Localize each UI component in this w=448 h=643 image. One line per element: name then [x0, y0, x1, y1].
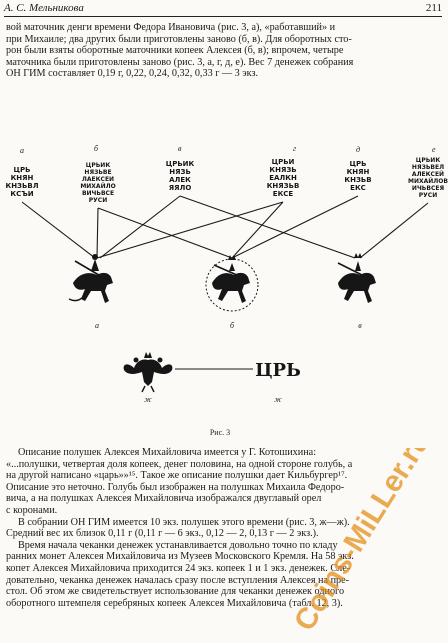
figure-caption: Рис. 3: [210, 428, 230, 437]
text-line: Описание полушек Алексея Михайловича име…: [18, 447, 317, 458]
inscription-d: ЦРЬ КНЯН КНЗЬВ ЕКС: [344, 160, 371, 192]
tsar-inscription: ЦРЬ: [255, 360, 301, 381]
figure-letter: ж: [274, 395, 282, 404]
coin-horseman-b: [205, 255, 259, 312]
figure-letter: в: [358, 321, 362, 330]
inscription-v: ЦРЬИК НЯЗЬ АЛЕК ЯЯЛО: [166, 160, 195, 192]
svg-text:КНЯН: КНЯН: [347, 168, 370, 176]
figure-letter: е: [432, 145, 436, 154]
text-line: В собрании ОН ГИМ имеется 10 экз. полуше…: [18, 516, 350, 528]
svg-text:КНЯЗЬВ: КНЯЗЬВ: [267, 182, 300, 190]
watermark: Coins-MiLLer.ru: [288, 448, 437, 637]
text-line: ранних монет Алексея Михайловича из Музе…: [6, 551, 354, 563]
text-line: Средний вес их близок 0,11 г (0,11 г — 6…: [6, 528, 319, 540]
figure-letter: а: [95, 321, 99, 330]
svg-text:ЕАЛКН: ЕАЛКН: [269, 174, 297, 182]
text-line: «...полушки, четвертая доля копеек, дене…: [6, 458, 353, 470]
text-line: довательно, чеканка денежек началась сра…: [6, 574, 350, 586]
text-line: копет Алексея Михайловича приходится 24 …: [6, 562, 351, 574]
svg-text:КСЪИ: КСЪИ: [10, 190, 33, 198]
svg-text:КНЯН: КНЯН: [11, 174, 34, 182]
svg-text:КНЗЬВ: КНЗЬВ: [344, 176, 371, 184]
svg-text:АЛЕК: АЛЕК: [169, 176, 191, 184]
text-line: на другой написано «царь»»¹⁵. Такое же о…: [6, 470, 348, 482]
svg-text:МИХАЙЛОВ: МИХАЙЛОВ: [408, 177, 448, 185]
svg-text:НЯЗЬ: НЯЗЬ: [169, 168, 191, 176]
inscription-g: ЦРЬИ КНЯЗЬ ЕАЛКН КНЯЗЬВ ЕКСЕ: [267, 158, 300, 198]
page-number: 211: [425, 2, 442, 14]
svg-text:ИЧЬВСЕЯ: ИЧЬВСЕЯ: [412, 185, 445, 192]
bottom-paragraph: Описание полушек Алексея Михайловича име…: [6, 447, 442, 609]
figure-letter: б: [230, 321, 235, 330]
figure-letter: в: [178, 144, 182, 153]
inscription-b: ЦРЬИК НЯЗЬВЕ ЛАЕКСЕИ МИХАЙЛО ВИЧЬВСЕ РУС…: [80, 162, 115, 204]
text-line: с коронами.: [6, 504, 58, 516]
svg-text:ЦРЬИК: ЦРЬИК: [166, 160, 195, 168]
svg-text:КНЗЬВЛ: КНЗЬВЛ: [5, 182, 38, 190]
figure-3: а б в г д е ЦРЬ КНЯН КНЗЬВЛ КСЪИ ЦРЬИК Н…: [5, 144, 448, 437]
coin-horseman-a: [68, 254, 113, 303]
svg-text:ЦРЬ: ЦРЬ: [14, 166, 31, 174]
svg-text:ВИЧЬВСЕ: ВИЧЬВСЕ: [82, 190, 114, 197]
text-line: при Михаиле; два других были приготовлен…: [6, 33, 352, 45]
figure-letter: д: [356, 145, 360, 154]
svg-text:МИХАЙЛО: МИХАЙЛО: [80, 182, 115, 190]
double-headed-eagle: [123, 352, 173, 393]
svg-text:РУСИ: РУСИ: [89, 197, 107, 204]
text-line: маточника были приготовлены заново (рис.…: [6, 56, 354, 68]
text-line: стол. Об этом же свидетельствует использ…: [6, 586, 345, 598]
svg-text:ЛАЕКСЕИ: ЛАЕКСЕИ: [82, 176, 114, 183]
svg-text:ЦРЬИ: ЦРЬИ: [272, 158, 295, 166]
svg-text:НЯЗЬВЕЛ: НЯЗЬВЕЛ: [412, 164, 444, 171]
header-rule: [4, 16, 442, 17]
running-title: А. С. Мельникова: [4, 2, 84, 14]
svg-text:ЦРЬИК: ЦРЬИК: [86, 162, 111, 169]
figure-letter: а: [20, 146, 24, 155]
figure-letter: ж: [144, 395, 152, 404]
svg-text:РУСИ: РУСИ: [419, 192, 437, 199]
watermark-text: Coins-MiLLer.ru: [288, 448, 437, 637]
text-line: ОН ГИМ составляет 0,19 г, 0,22, 0,24, 0,…: [6, 68, 259, 80]
svg-text:ЯЯЛО: ЯЯЛО: [169, 184, 192, 192]
svg-text:АЛЕКСЕЙ: АЛЕКСЕЙ: [412, 170, 444, 178]
svg-text:КНЯЗЬ: КНЯЗЬ: [269, 166, 296, 174]
svg-text:ЕКСЕ: ЕКСЕ: [273, 190, 294, 198]
figure-letter: б: [94, 144, 99, 153]
figure-letter: г: [293, 144, 296, 153]
connector-lines: [21, 195, 429, 259]
coin-horseman-v: [337, 253, 376, 303]
running-header: А. С. Мельникова 211: [4, 2, 442, 16]
text-line: Время начала чеканки денежек устанавлива…: [18, 539, 338, 551]
text-line: вой маточник денги времени Федора Иванов…: [6, 22, 336, 33]
top-paragraph: вой маточник денги времени Федора Иванов…: [6, 22, 442, 80]
text-line: оборотного штемпеля серебряных копеек Ал…: [6, 597, 343, 609]
inscription-a: ЦРЬ КНЯН КНЗЬВЛ КСЪИ: [5, 166, 38, 198]
text-line: рон были взяты оборотные маточники копее…: [6, 45, 344, 57]
svg-text:ЦРЬ: ЦРЬ: [350, 160, 367, 168]
svg-text:ЦРЬИК: ЦРЬИК: [416, 157, 441, 164]
svg-text:НЯЗЬВЕ: НЯЗЬВЕ: [84, 169, 111, 176]
text-line: вича, а на полушках Алексея Михайловича …: [6, 493, 322, 505]
text-line: Описание это неточно. Голубь был изображ…: [6, 481, 345, 493]
svg-text:ЕКС: ЕКС: [350, 184, 366, 192]
inscription-e: ЦРЬИК НЯЗЬВЕЛ АЛЕКСЕЙ МИХАЙЛОВ ИЧЬВСЕЯ Р…: [408, 157, 448, 199]
